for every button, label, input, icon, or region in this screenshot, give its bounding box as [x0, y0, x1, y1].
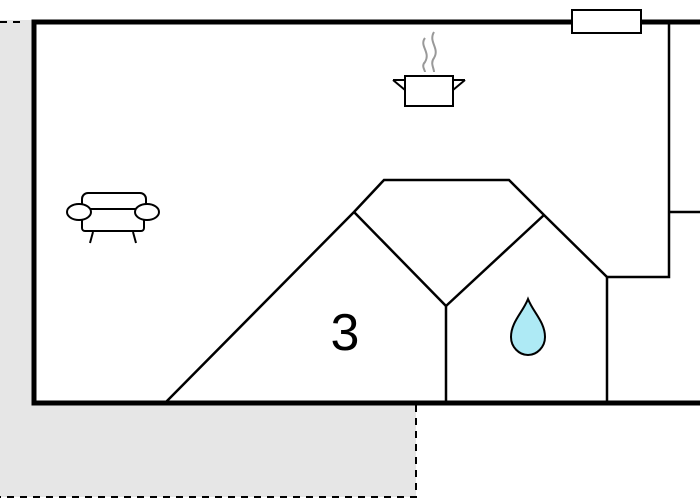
interior-walls [164, 22, 700, 404]
sofa-icon [66, 192, 160, 244]
outdoor-area [0, 20, 416, 497]
kitchen-pot-icon [392, 31, 466, 107]
water-drop-icon [509, 296, 547, 357]
room-label: 3 [331, 304, 360, 362]
outer-wall [31, 19, 700, 406]
window [571, 9, 642, 34]
outdoor-area-dashed-border [0, 21, 417, 498]
